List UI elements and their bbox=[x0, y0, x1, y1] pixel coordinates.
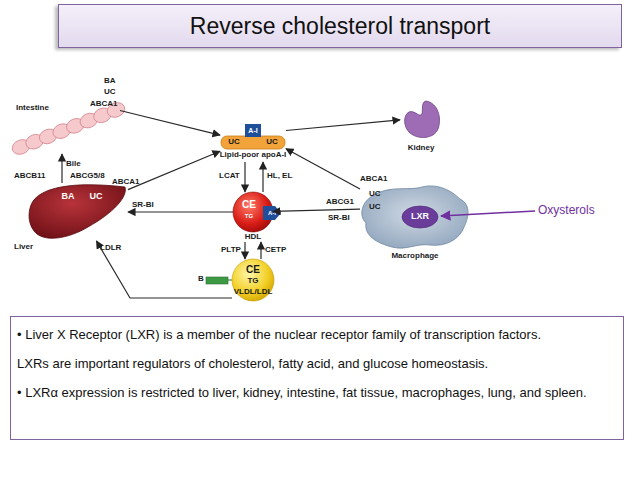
title-banner: Reverse cholesterol transport bbox=[58, 4, 622, 48]
transport-arrow bbox=[273, 209, 360, 211]
lipid-poor-apoa1-part bbox=[245, 124, 261, 137]
transporter-label: ABCB11 bbox=[14, 172, 46, 180]
note-text: • Liver X Receptor (LXR) is a member of … bbox=[17, 320, 617, 349]
transporter-label: SR-BI bbox=[328, 214, 350, 222]
node-text: CE bbox=[239, 200, 259, 210]
macrophage-cell-part bbox=[362, 186, 468, 248]
node-text: LXR bbox=[402, 212, 438, 221]
node-text: A-I bbox=[263, 210, 281, 216]
node-text: B bbox=[196, 275, 206, 283]
kidney-organ-part bbox=[405, 101, 440, 138]
transporter-label: SR-BI bbox=[132, 201, 154, 209]
transporter-label: ABCA1 bbox=[360, 175, 388, 183]
transport-arrow bbox=[244, 162, 245, 192]
node-text: VLDL/LDL bbox=[223, 288, 283, 296]
node-text: A-I bbox=[245, 127, 261, 134]
liver-organ-outline bbox=[28, 183, 128, 241]
title-text: Reverse cholesterol transport bbox=[190, 13, 490, 40]
lipid-poor-apoa1: A-IUCUCLipid-poor apoA-I bbox=[220, 124, 286, 162]
vldl-ldl-particle: CETGBVLDL/LDL bbox=[232, 259, 274, 301]
node-text: TG bbox=[241, 277, 265, 285]
transport-arrow bbox=[96, 241, 232, 298]
kidney-organ-outline bbox=[400, 98, 442, 140]
kidney-organ: Kidney bbox=[400, 98, 442, 140]
node-text: UC bbox=[264, 138, 280, 146]
enzyme-label: PLTP bbox=[221, 246, 241, 254]
node-text: Lipid-poor apoA-I bbox=[203, 151, 303, 159]
transporter-label: LDLR bbox=[100, 244, 121, 252]
hdl-particle: CETGA-IHDL bbox=[233, 192, 273, 242]
transporter-label: UC bbox=[104, 88, 116, 96]
note-text: • LXRα expression is restricted to liver… bbox=[17, 378, 617, 407]
vldl-ldl-particle-part bbox=[206, 277, 228, 284]
node-text: BA bbox=[60, 192, 76, 201]
liver-organ: BAUCLiver bbox=[28, 183, 128, 241]
transporter-label: ABCG1 bbox=[326, 198, 354, 206]
transporter-label: UC bbox=[369, 190, 381, 198]
transport-arrow bbox=[286, 120, 400, 131]
node-text: Intestine bbox=[16, 104, 49, 112]
node-text: Macrophage bbox=[375, 252, 455, 260]
enzyme-label: HL, EL bbox=[267, 172, 292, 180]
transporter-label: BA bbox=[104, 77, 116, 85]
transport-arrow bbox=[61, 154, 62, 183]
lxr-receptor: LXR bbox=[402, 206, 438, 228]
node-text: TG bbox=[239, 213, 259, 219]
node-text: HDL bbox=[233, 233, 273, 241]
node-text: UC bbox=[88, 192, 104, 201]
transport-arrow bbox=[244, 242, 245, 259]
enzyme-label: LCAT bbox=[219, 172, 240, 180]
transport-arrow bbox=[262, 162, 263, 192]
note-box: • Liver X Receptor (LXR) is a member of … bbox=[10, 316, 624, 440]
transporter-label: ABCG5/8 bbox=[70, 172, 105, 180]
lxr-receptor-part bbox=[402, 206, 438, 228]
transporter-label: ABCA1 bbox=[112, 178, 140, 186]
node-text: UC bbox=[226, 138, 242, 146]
transport-arrow bbox=[260, 242, 261, 259]
transport-arrow bbox=[286, 149, 360, 189]
node-text: CE bbox=[241, 265, 265, 275]
liver-organ-part bbox=[29, 185, 125, 238]
node-text: Liver bbox=[14, 243, 33, 251]
node-text: Kidney bbox=[396, 144, 446, 152]
transporter-label: UC bbox=[369, 203, 381, 211]
transporter-label: ABCA1 bbox=[90, 100, 118, 108]
note-text: LXRs are important regulators of cholest… bbox=[17, 349, 617, 378]
enzyme-label: Bile bbox=[66, 160, 81, 168]
transport-arrow bbox=[120, 110, 220, 135]
enzyme-label: CETP bbox=[265, 246, 286, 254]
lipid-poor-apoa1-part bbox=[221, 136, 285, 149]
transport-arrow bbox=[128, 151, 220, 189]
annotation-text: Oxysterols bbox=[538, 204, 595, 216]
transport-arrow bbox=[128, 211, 233, 212]
hdl-particle-part bbox=[263, 206, 281, 220]
